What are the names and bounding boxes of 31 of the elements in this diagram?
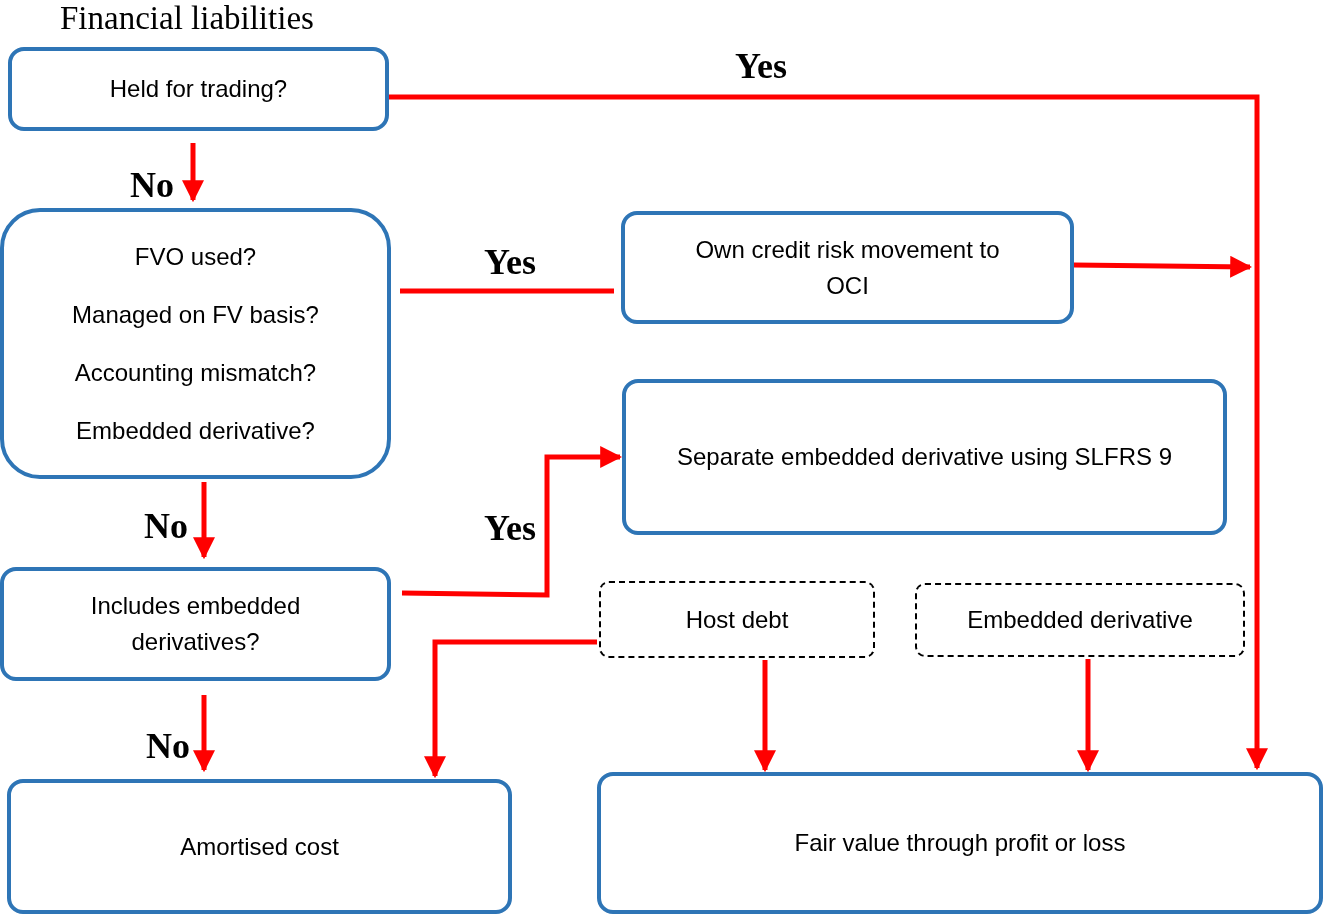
- node-text: FVO used?: [134, 241, 257, 272]
- process-box: [621, 211, 1074, 324]
- node-text: Own credit risk movement to OCI: [694, 234, 1001, 301]
- arrow: [1073, 255, 1253, 278]
- arrow: [424, 639, 597, 779]
- node-text: Host debt: [685, 604, 789, 635]
- process-box: [0, 567, 391, 681]
- arrow: [1077, 659, 1099, 773]
- node-text: Fair value through profit or loss: [794, 828, 1126, 858]
- node-text: Amortised cost: [180, 831, 339, 862]
- decision-box: [0, 208, 391, 479]
- diagram-title: Financial liabilities: [60, 2, 314, 35]
- arrow: [193, 695, 215, 773]
- process-box: [622, 379, 1227, 535]
- node-text: Accounting mismatch?: [74, 357, 317, 388]
- dashed-box: [915, 583, 1245, 657]
- arrow: [401, 446, 623, 598]
- dashed-box: [599, 581, 875, 658]
- node-text: Separate embedded derivative using SLFRS 9: [677, 442, 1172, 472]
- arrow: [193, 482, 215, 560]
- node-text: Embedded derivative?: [76, 415, 315, 446]
- process-box: [597, 772, 1323, 914]
- arrow: [182, 143, 204, 203]
- node-text: Managed on FV basis?: [72, 299, 319, 330]
- node-text: Held for trading?: [109, 74, 288, 104]
- arrow: [754, 660, 776, 773]
- node-text: Includes embedded derivatives?: [89, 591, 302, 657]
- node-text: Embedded derivative: [967, 605, 1193, 635]
- arrow: [389, 94, 1268, 771]
- process-box: [8, 47, 389, 131]
- process-box: [7, 779, 512, 914]
